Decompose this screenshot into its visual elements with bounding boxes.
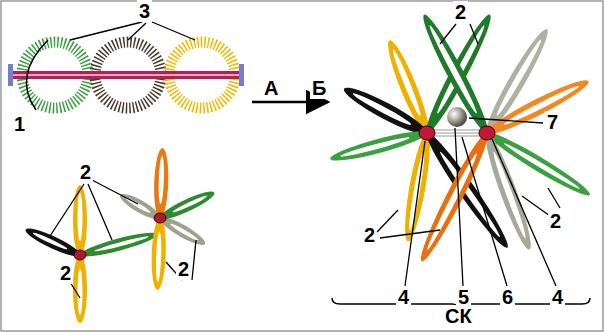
callout-label: 2: [548, 210, 563, 232]
callout-label: Б: [310, 77, 328, 99]
callout-label: 7: [545, 111, 560, 133]
callout-label: СК: [443, 305, 474, 327]
chromosomes: [23, 148, 217, 323]
callout-label: 3: [137, 0, 152, 22]
callout-label: 2: [362, 224, 377, 246]
callout-label: 2: [58, 262, 73, 284]
synaptonemal-complex: [329, 11, 594, 265]
callout-label: 4: [550, 286, 565, 308]
callout-label: 2: [78, 161, 93, 183]
process-arrow: [252, 101, 328, 104]
callout-label: 4: [396, 286, 411, 308]
chromosome-loops: [8, 42, 244, 108]
callout-label: 2: [176, 258, 191, 280]
callout-label: 2: [453, 1, 468, 23]
callout-label: 6: [500, 286, 515, 308]
callout-label: 1: [12, 113, 27, 135]
leader-lines: [377, 24, 560, 286]
leader-lines: [50, 180, 196, 298]
callout-label: А: [262, 77, 280, 99]
leader-lines: [70, 22, 195, 40]
bracket: [26, 40, 48, 110]
